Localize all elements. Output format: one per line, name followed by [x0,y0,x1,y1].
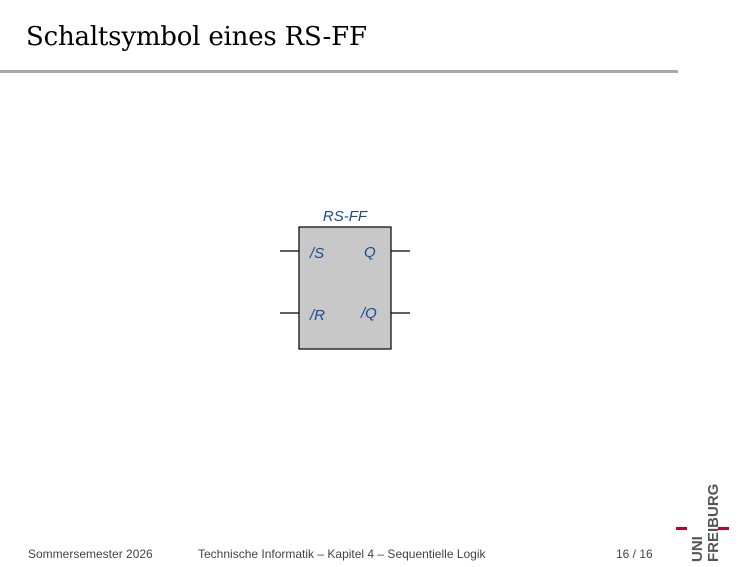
footer-course: Technische Informatik – Kapitel 4 – Sequ… [198,547,486,561]
input-label-set: /S [309,245,324,262]
university-logo: UNI FREIBURG [676,484,729,562]
flipflop-block [298,226,392,350]
output-label-q: Q [364,244,376,261]
title-divider [0,70,678,73]
slide-title: Schaltsymbol eines RS-FF [26,22,367,52]
block-title-label: RS-FF [323,208,368,225]
footer-semester: Sommersemester 2026 [28,547,153,561]
logo-accent-right [718,527,729,530]
footer-page-number: 16 / 16 [616,547,653,561]
logo-text-uni: UNI [689,536,706,562]
logo-text-freiburg: FREIBURG [705,484,722,562]
logo-accent-left [676,527,687,530]
output-label-q-not: /Q [360,305,377,322]
input-label-reset: /R [309,307,325,324]
